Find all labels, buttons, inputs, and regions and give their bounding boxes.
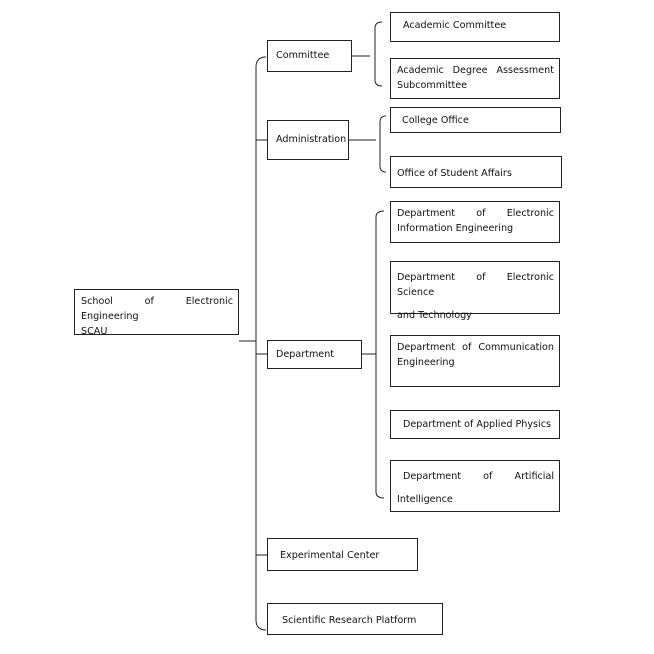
dept-ai-line2: Intelligence: [397, 493, 453, 505]
administration-label: Administration: [276, 134, 347, 145]
experimental-center-node: Experimental Center: [267, 538, 418, 571]
dept-electronic-info-line1: Department of Electronic: [397, 208, 554, 219]
dept-communication-line2: Engineering: [397, 356, 455, 368]
dept-electronic-info-node: Department of Electronic Information Eng…: [390, 201, 560, 243]
academic-committee-label: Academic Committee: [403, 20, 507, 31]
college-office-node: College Office: [390, 107, 561, 133]
department-node: Department: [267, 340, 362, 369]
dept-applied-physics-label: Department of Applied Physics: [403, 419, 551, 430]
degree-subcommittee-node: Academic Degree Assessment Subcommittee: [390, 58, 560, 99]
dept-communication-line1: Department of Communication: [397, 342, 554, 353]
dept-communication-node: Department of Communication Engineering: [390, 335, 560, 387]
dept-ai-node: Department of Artificial Intelligence: [390, 460, 560, 512]
degree-subcommittee-line2: Subcommittee: [397, 79, 468, 91]
dept-ai-line1: Department of Artificial: [403, 471, 554, 482]
student-affairs-node: Office of Student Affairs: [390, 156, 562, 188]
root-title-line2: SCAU: [81, 325, 108, 337]
main-bracket: [255, 56, 267, 631]
dept-applied-physics-node: Department of Applied Physics: [390, 410, 560, 439]
academic-committee-node: Academic Committee: [390, 12, 560, 42]
department-label: Department: [276, 349, 335, 360]
college-office-label: College Office: [402, 115, 469, 126]
administration-node: Administration: [267, 120, 349, 160]
research-platform-label: Scientific Research Platform: [282, 615, 417, 626]
root-node: School of Electronic Engineering SCAU: [74, 289, 239, 337]
dept-electronic-info-line2: Information Engineering: [397, 222, 514, 234]
root-title-line1: School of Electronic Engineering: [81, 296, 233, 322]
student-affairs-label: Office of Student Affairs: [397, 168, 512, 179]
committee-node: Committee: [267, 40, 352, 72]
dept-electronic-science-line2: and Technology: [397, 309, 472, 321]
degree-subcommittee-line1: Academic Degree Assessment: [397, 65, 554, 76]
experimental-center-label: Experimental Center: [280, 550, 380, 561]
dept-electronic-science-node: Department of Electronic Science and Tec…: [390, 261, 560, 321]
research-platform-node: Scientific Research Platform: [267, 603, 443, 635]
committee-label: Committee: [276, 50, 330, 61]
dept-electronic-science-line1: Department of Electronic Science: [397, 272, 554, 298]
